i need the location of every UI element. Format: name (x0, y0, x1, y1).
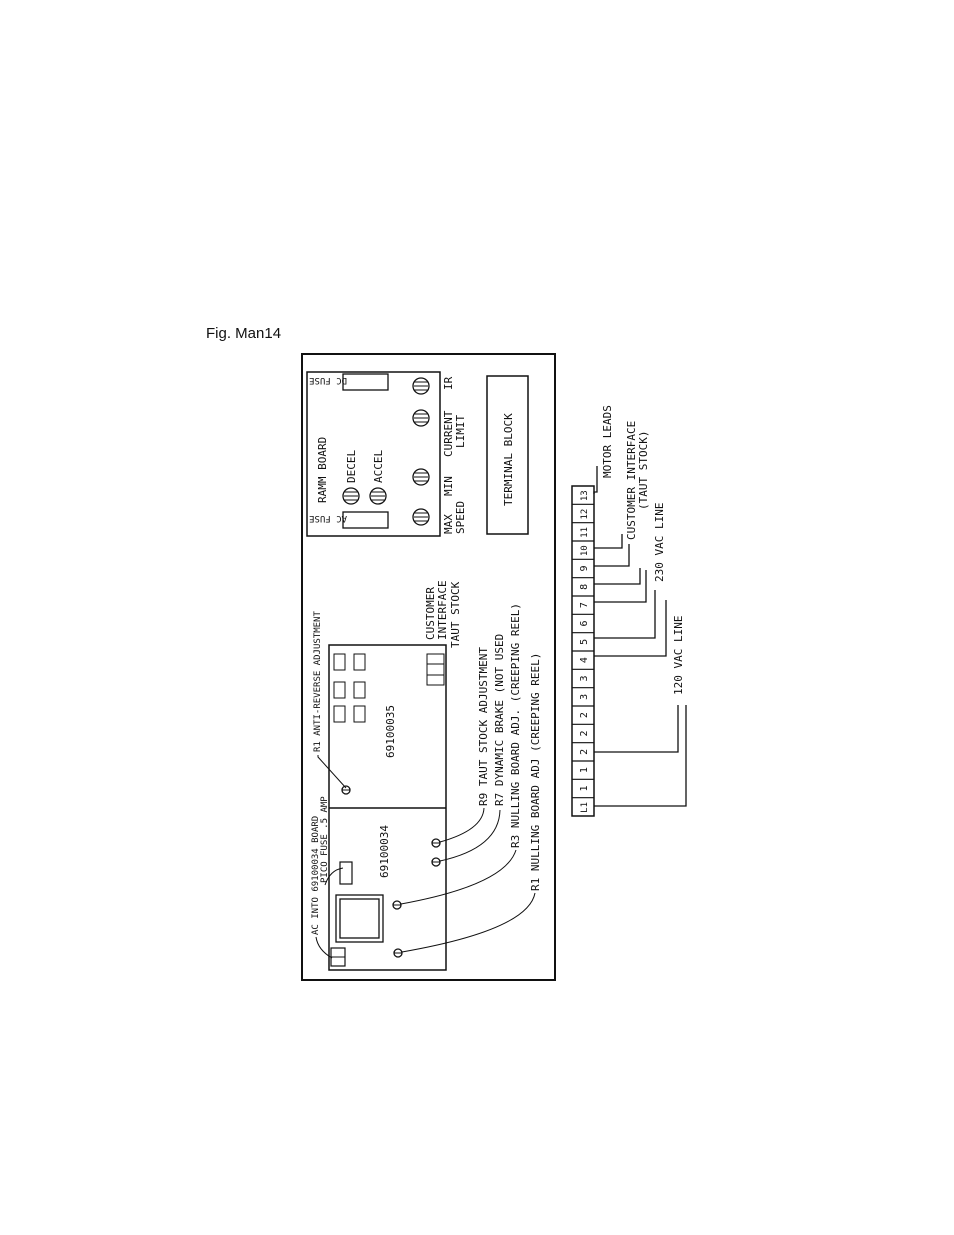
pico-fuse-callout: PICO FUSE .5 AMP (320, 796, 330, 883)
terminal-8: 8 (579, 584, 590, 590)
vac120-wire (594, 590, 667, 657)
ir-label: IR (442, 376, 455, 390)
speed-label: SPEED (454, 501, 467, 534)
r7-callout: R7 DYNAMIC BRAKE (NOT USED (493, 634, 506, 806)
decel-label: DECEL (345, 450, 358, 483)
vac230-wire (594, 568, 647, 603)
pico-fuse-icon (339, 861, 353, 885)
current-label: CURRENT (442, 410, 455, 457)
customer-label: CUSTOMER (424, 587, 437, 640)
wiring-lines (593, 466, 687, 807)
terminal-3: 3 (579, 694, 590, 700)
terminal-1: 1 (579, 767, 590, 773)
panel-outline (301, 353, 556, 981)
terminal-3: 3 (579, 675, 590, 681)
min-speed-pot-icon (412, 468, 430, 486)
control-boards: 69100034 69100035 (328, 644, 447, 971)
terminal-2: 2 (579, 749, 590, 755)
terminal-block-box (486, 375, 529, 535)
decel-pot-icon (342, 487, 360, 505)
vac120-label: 120 VAC LINE (672, 616, 685, 695)
terminal-5: 5 (579, 639, 590, 645)
figure-label: Fig. Man14 (206, 325, 282, 342)
r3-callout: R3 NULLING BOARD ADJ. (CREEPING REEL) (509, 603, 522, 848)
motor-leads-label: MOTOR LEADS (601, 405, 614, 478)
board-b-label: 69100035 (384, 705, 397, 758)
ramm-board-title: RAMM BOARD (316, 437, 329, 503)
transformer-icon (335, 894, 384, 943)
terminal-6: 6 (579, 620, 590, 626)
current-limit-pot-icon (412, 409, 430, 427)
min-label: MIN (442, 476, 455, 496)
terminal-1: 1 (579, 785, 590, 791)
terminal-block-label: TERMINAL BLOCK (502, 413, 515, 506)
r1-callout: R1 NULLING BOARD ADJ (CREEPING REEL) (529, 653, 542, 891)
lower-wire-a (594, 705, 679, 753)
terminal-9: 9 (579, 565, 590, 571)
lower-wire-b (594, 705, 687, 807)
accel-label: ACCEL (372, 450, 385, 483)
ac-fuse-label: AC FUSE (309, 513, 347, 523)
max-label: MAX (442, 514, 455, 534)
accel-pot-icon (369, 487, 387, 505)
r9-callout: R9 TAUT STOCK ADJUSTMENT (477, 647, 490, 806)
anti-reverse-callout: R1 ANTI-REVERSE ADJUSTMENT (313, 611, 323, 752)
terminal-2: 2 (579, 730, 590, 736)
vac230-label: 230 VAC LINE (653, 503, 666, 582)
limit-label: LIMIT (454, 415, 467, 448)
ac-into-callout: AC INTO 69100034 BOARD (311, 816, 321, 935)
max-speed-pot-icon (412, 508, 430, 526)
terminal-7: 7 (579, 602, 590, 608)
terminal-12: 12 (580, 509, 590, 520)
taut-stock-wire-label: (TAUT STOCK) (637, 431, 650, 510)
terminal-l1: L1 (580, 802, 590, 813)
terminal-11: 11 (580, 527, 590, 538)
terminal-13: 13 (580, 490, 590, 501)
terminal-10: 10 (580, 545, 590, 556)
dc-fuse-box (342, 373, 389, 391)
interface-label: INTERFACE (436, 580, 449, 640)
terminal-4: 4 (579, 657, 590, 663)
customer-interface-wire (594, 534, 630, 567)
customer-interface-connector (426, 653, 445, 686)
ac-fuse-box (342, 511, 389, 529)
motor-leads-wire (593, 466, 598, 494)
ir-pot-icon (412, 377, 430, 395)
customer-interface-label: CUSTOMER INTERFACE (625, 421, 638, 540)
ramm-board: RAMM BOARD AC FUSE DC FUSE DECEL ACCEL (306, 371, 441, 537)
taut-stock-label: TAUT STOCK (449, 581, 462, 648)
dc-fuse-label: DC FUSE (309, 375, 347, 385)
board-a-label: 69100034 (378, 825, 391, 878)
terminal-2: 2 (579, 712, 590, 718)
